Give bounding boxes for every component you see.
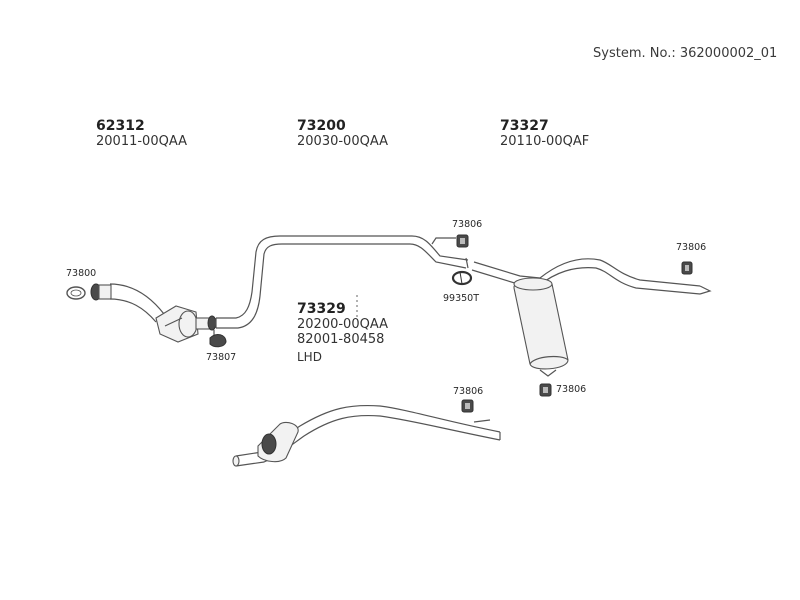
gasket-73800 <box>66 286 86 300</box>
part-label-73200: 73200 20030-00QAA <box>297 118 388 149</box>
part-code: 82001-80458 <box>297 332 385 347</box>
system-number: System. No.: 362000002_01 <box>593 46 778 61</box>
part-number: 73329 <box>297 301 346 317</box>
part-number: 73200 <box>297 118 346 134</box>
part-code: 20030-00QAA <box>297 134 388 149</box>
clamp-99350T <box>451 270 473 286</box>
clamp-73807 <box>209 330 227 348</box>
hanger-73806-muffler <box>539 383 552 397</box>
part-label-73329: 73329 20200-00QAA 82001-80458 LHD <box>297 301 388 364</box>
part-number: 73327 <box>500 118 549 134</box>
front-pipe-catalyst-62312 <box>90 283 217 343</box>
callout-73800: 73800 <box>66 268 97 279</box>
callout-73807: 73807 <box>206 352 237 363</box>
part-code: 20200-00QAA <box>297 317 388 332</box>
lower-pipe-73329 <box>232 404 501 467</box>
callout-73806-right: 73806 <box>676 242 707 253</box>
hanger-73806-top <box>456 234 469 248</box>
callout-99350T: 99350T <box>443 293 480 304</box>
part-note: LHD <box>297 350 322 364</box>
part-number: 62312 <box>96 118 145 134</box>
part-code: 20011-00QAA <box>96 134 187 149</box>
callout-73806-lower: 73806 <box>453 386 484 397</box>
callout-73806-muffler: 73806 <box>556 384 587 395</box>
rear-muffler-73327 <box>471 258 712 377</box>
hanger-73806-right <box>681 261 693 275</box>
callout-73806-top: 73806 <box>452 219 483 230</box>
hanger-73806-lower <box>461 399 474 413</box>
part-code: 20110-00QAF <box>500 134 590 149</box>
intermediate-pipe-73200 <box>215 235 469 329</box>
part-label-62312: 62312 20011-00QAA <box>96 118 187 149</box>
part-label-73327: 73327 20110-00QAF <box>500 118 589 149</box>
